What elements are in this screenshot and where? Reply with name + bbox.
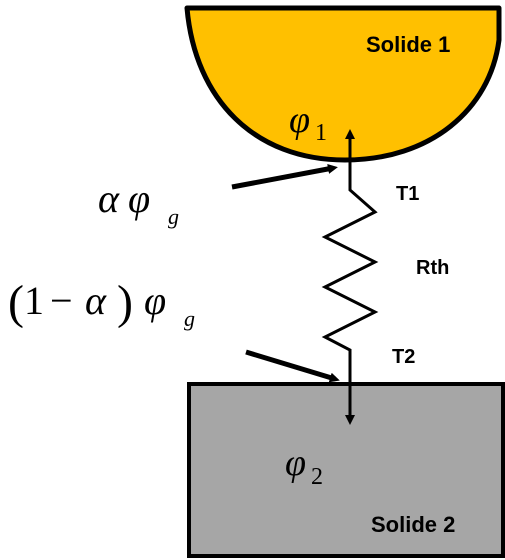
t1-label: T1 xyxy=(396,183,419,205)
injection-arrow-top xyxy=(231,164,338,190)
phi-g-symbol-top: φ xyxy=(128,176,150,221)
phi-g-symbol-bottom: φ xyxy=(144,278,166,323)
solid-1-label: Solide 1 xyxy=(366,32,450,57)
t2-label: T2 xyxy=(392,346,415,368)
one-digit: 1 xyxy=(24,278,44,323)
alpha-symbol-bottom: α xyxy=(85,278,107,323)
g-subscript-top: g xyxy=(168,204,179,229)
minus-sign: − xyxy=(50,278,73,323)
phi-1-subscript: 1 xyxy=(315,120,327,146)
solid-2-label: Solide 2 xyxy=(371,512,455,537)
rth-label: Rth xyxy=(416,257,449,279)
open-paren: ( xyxy=(8,276,24,329)
g-subscript-bottom: g xyxy=(184,306,195,331)
thermal-resistance-zigzag xyxy=(321,168,379,376)
phi-2-symbol: φ xyxy=(285,442,306,484)
close-paren: ) xyxy=(117,276,133,329)
phi-2-subscript: 2 xyxy=(311,464,323,490)
phi-1-symbol: φ xyxy=(289,99,310,141)
alpha-symbol-top: α xyxy=(98,176,120,221)
solid-2-shape xyxy=(187,382,505,558)
injection-arrow-bottom xyxy=(245,349,340,383)
solid-1-shape xyxy=(184,5,502,163)
